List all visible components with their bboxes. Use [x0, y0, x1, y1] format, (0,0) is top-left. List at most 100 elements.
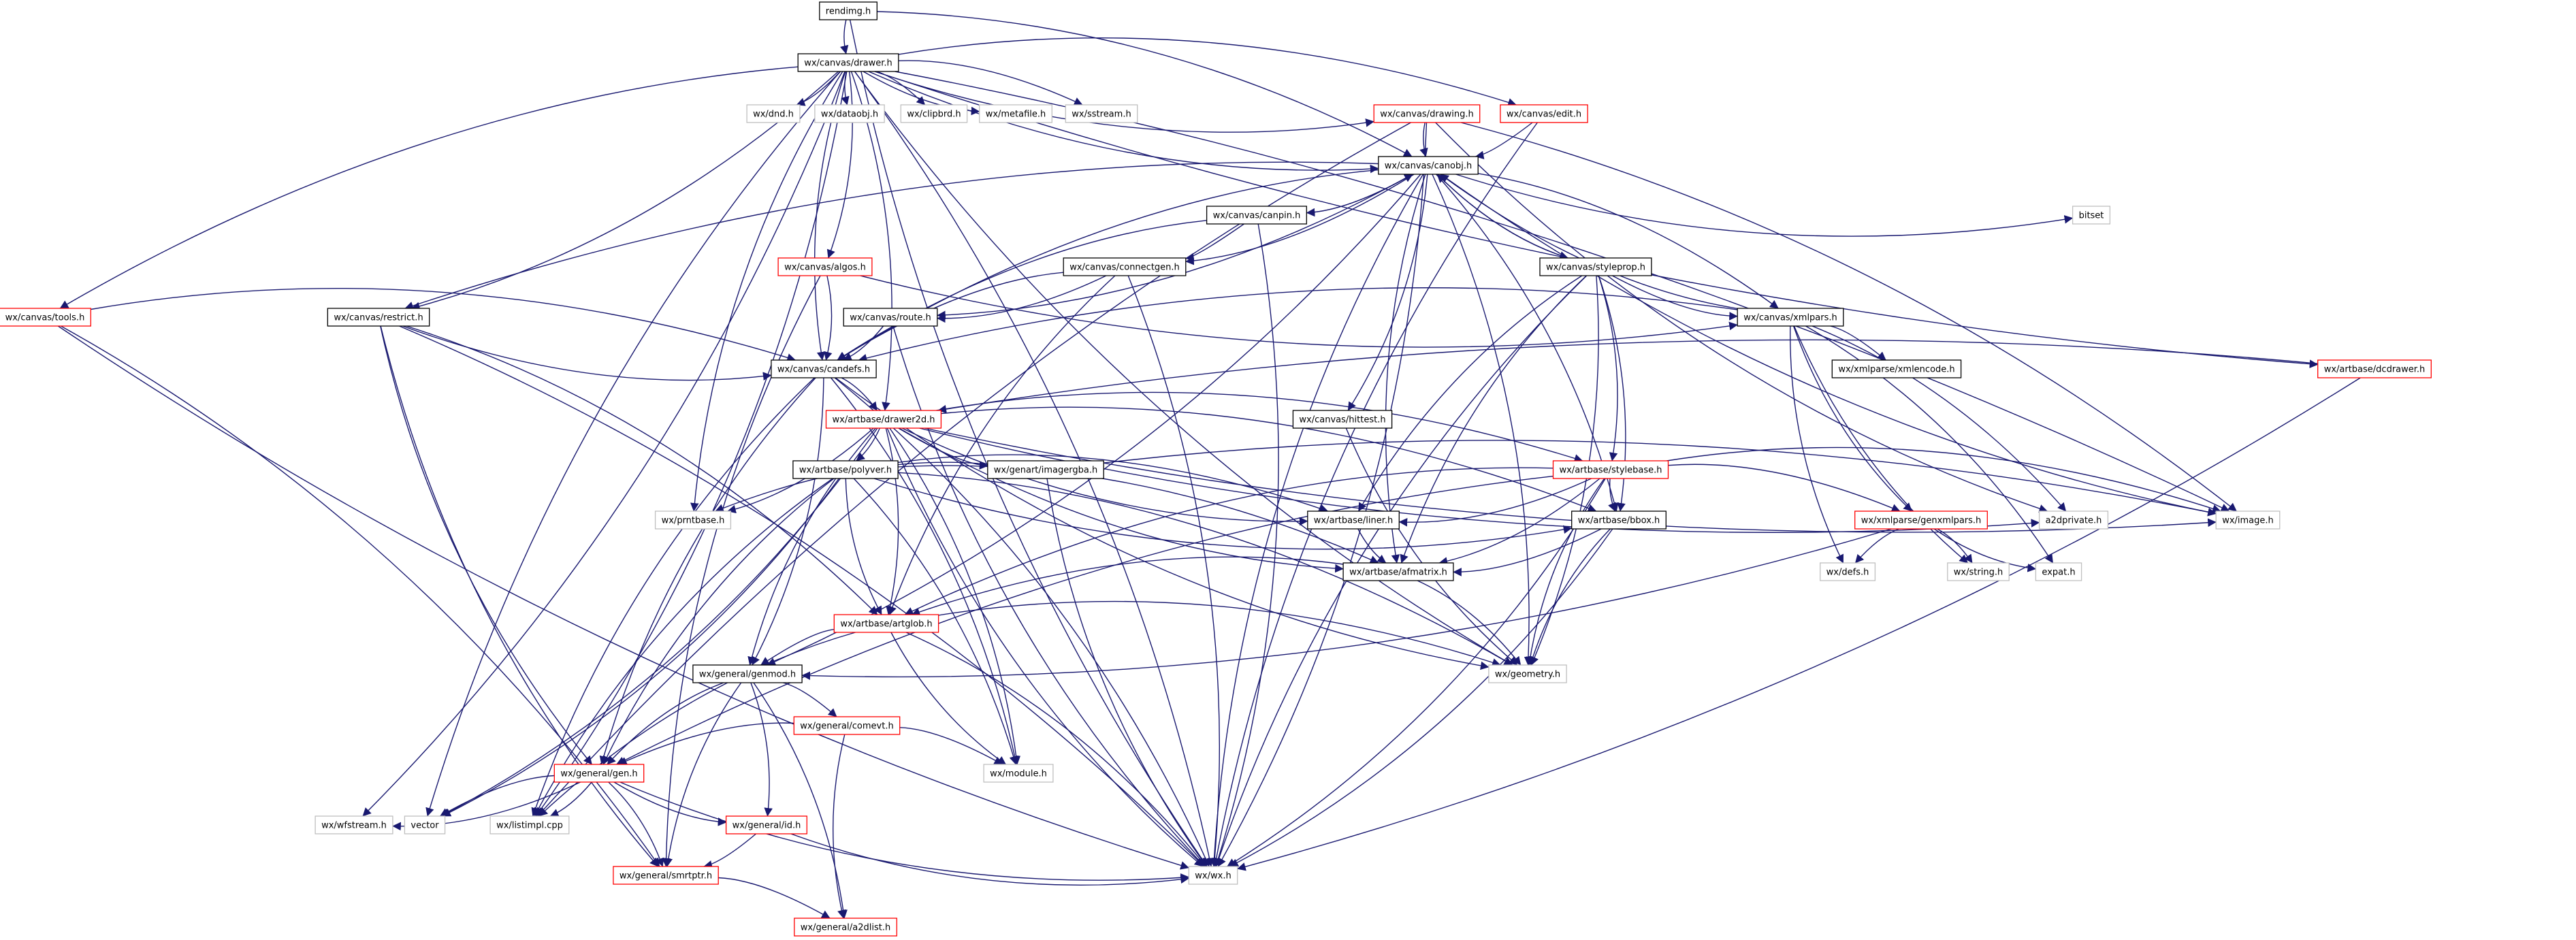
- node-drawer2d[interactable]: wx/artbase/drawer2d.h: [825, 410, 942, 429]
- edge-tools-to-wx: [57, 325, 1189, 870]
- node-box: [1737, 308, 1844, 327]
- node-liner[interactable]: wx/artbase/liner.h: [1307, 510, 1400, 530]
- node-route[interactable]: wx/canvas/route.h: [843, 308, 938, 327]
- edge-connectgen-to-artglob: [888, 275, 1116, 615]
- edge-rendimg-to-drawer: [839, 19, 849, 54]
- node-tools[interactable]: wx/canvas/tools.h: [0, 308, 91, 327]
- node-box: [1373, 104, 1481, 123]
- node-defs[interactable]: wx/defs.h: [1820, 562, 1876, 581]
- node-label: wx/canvas/tools.h: [5, 313, 85, 323]
- node-module[interactable]: wx/module.h: [983, 764, 1054, 783]
- edge-stylebase-to-artglob: [904, 467, 1553, 615]
- node-string[interactable]: wx/string.h: [1947, 562, 2010, 581]
- edge-dcdrawer-to-wx: [1237, 377, 2361, 871]
- edge-comevt-to-module: [899, 727, 1003, 765]
- node-metafile[interactable]: wx/metafile.h: [979, 104, 1052, 123]
- node-a2dprivate[interactable]: a2dprivate.h: [2038, 510, 2109, 530]
- node-label: wx/module.h: [990, 769, 1047, 779]
- edge-canobj-to-wx: [1210, 174, 1424, 867]
- node-canpin[interactable]: wx/canvas/canpin.h: [1206, 206, 1307, 225]
- node-artglob[interactable]: wx/artbase/artglob.h: [833, 614, 939, 633]
- node-styleprop[interactable]: wx/canvas/styleprop.h: [1539, 257, 1652, 276]
- node-image[interactable]: wx/image.h: [2215, 510, 2281, 530]
- node-prntbase[interactable]: wx/prntbase.h: [654, 510, 732, 530]
- node-box: [1820, 562, 1876, 581]
- edge-genmod-to-gen: [607, 682, 724, 765]
- edge-stylebase-to-liner: [1398, 478, 1592, 527]
- node-candefs[interactable]: wx/canvas/candefs.h: [771, 359, 877, 378]
- node-connectgen[interactable]: wx/canvas/connectgen.h: [1063, 257, 1187, 276]
- node-genxmlpars[interactable]: wx/xmlparse/genxmlpars.h: [1854, 510, 1988, 530]
- node-dcdrawer[interactable]: wx/artbase/dcdrawer.h: [2317, 359, 2432, 378]
- node-algos[interactable]: wx/canvas/algos.h: [777, 257, 873, 276]
- node-box: [489, 815, 570, 834]
- node-genmod[interactable]: wx/general/genmod.h: [692, 664, 803, 683]
- node-hittest[interactable]: wx/canvas/hittest.h: [1292, 410, 1393, 429]
- edge-hittest-to-geometry: [1345, 427, 1518, 666]
- node-box: [819, 1, 878, 20]
- node-sstream[interactable]: wx/sstream.h: [1065, 104, 1138, 123]
- node-drawing[interactable]: wx/canvas/drawing.h: [1373, 104, 1481, 123]
- node-clipbrd[interactable]: wx/clipbrd.h: [900, 104, 968, 123]
- node-geometry[interactable]: wx/geometry.h: [1488, 664, 1567, 683]
- node-dataobj[interactable]: wx/dataobj.h: [814, 104, 885, 123]
- node-box: [2215, 510, 2281, 530]
- node-xmlencode[interactable]: wx/xmlparse/xmlencode.h: [1831, 359, 1962, 378]
- node-drawer[interactable]: wx/canvas/drawer.h: [797, 53, 899, 72]
- node-label: wx/canvas/drawer.h: [804, 59, 892, 69]
- node-listimpl[interactable]: wx/listimpl.cpp: [489, 815, 570, 834]
- node-imagergba[interactable]: wx/genart/imagergba.h: [987, 460, 1104, 479]
- node-label: wx/metafile.h: [986, 110, 1046, 120]
- node-label: wx/artbase/polyver.h: [799, 466, 892, 476]
- node-label: wx/canvas/algos.h: [784, 263, 866, 273]
- node-wfstream[interactable]: wx/wfstream.h: [315, 815, 393, 834]
- node-smrtptr[interactable]: wx/general/smrtptr.h: [613, 866, 719, 885]
- edge-drawer2d-to-image: [924, 427, 2217, 533]
- node-label: wx/general/a2dlist.h: [801, 923, 890, 933]
- edge-drawer2d-to-module: [889, 427, 1021, 765]
- node-box: [315, 815, 393, 834]
- edge-styleprop-to-canobj: [1436, 174, 1568, 259]
- edge-candefs-to-drawer2d: [841, 377, 878, 411]
- node-stylebase[interactable]: wx/artbase/stylebase.h: [1552, 460, 1669, 479]
- node-a2dlist[interactable]: wx/general/a2dlist.h: [794, 918, 897, 937]
- edge-genxmlpars-to-expat: [1933, 528, 2037, 572]
- node-canobj[interactable]: wx/canvas/canobj.h: [1378, 156, 1479, 175]
- node-id[interactable]: wx/general/id.h: [725, 815, 807, 834]
- node-restrict[interactable]: wx/canvas/restrict.h: [327, 308, 430, 327]
- node-wx[interactable]: wx/wx.h: [1188, 866, 1238, 885]
- edge-polyver-to-listimpl: [534, 478, 833, 817]
- edge-candefs-to-listimpl: [531, 377, 815, 817]
- edge-dcdrawer-to-drawer2d: [937, 339, 2318, 414]
- node-label: bitset: [2079, 211, 2104, 221]
- edge-drawer-to-geometry: [854, 71, 1513, 666]
- edge-drawer-to-vector: [425, 71, 841, 817]
- edge-genmod-to-smrtptr: [664, 682, 742, 867]
- node-expat[interactable]: expat.h: [2035, 562, 2082, 581]
- node-rendimg[interactable]: rendimg.h: [819, 1, 878, 20]
- node-bitset[interactable]: bitset: [2072, 206, 2111, 225]
- node-vector[interactable]: vector: [404, 815, 446, 834]
- node-comevt[interactable]: wx/general/comevt.h: [793, 716, 901, 735]
- node-label: wx/artbase/liner.h: [1314, 516, 1393, 526]
- edge-restrict-to-candefs: [402, 325, 772, 381]
- node-xmlpars[interactable]: wx/canvas/xmlpars.h: [1737, 308, 1844, 327]
- node-afmatrix[interactable]: wx/artbase/afmatrix.h: [1342, 562, 1454, 581]
- node-box: [794, 918, 897, 937]
- node-label: wx/artbase/bbox.h: [1578, 516, 1660, 526]
- edge-drawer-to-listimpl: [535, 71, 848, 817]
- edge-liner-to-afmatrix: [1357, 528, 1387, 564]
- node-bbox[interactable]: wx/artbase/bbox.h: [1571, 510, 1667, 530]
- node-dnd[interactable]: wx/dnd.h: [746, 104, 801, 123]
- node-gen[interactable]: wx/general/gen.h: [553, 764, 645, 783]
- node-label: wx/canvas/xmlpars.h: [1743, 313, 1837, 323]
- node-polyver[interactable]: wx/artbase/polyver.h: [792, 460, 899, 479]
- edge-edit-to-wx: [1212, 122, 1538, 867]
- edge-connectgen-to-route: [937, 275, 1107, 323]
- node-edit[interactable]: wx/canvas/edit.h: [1500, 104, 1588, 123]
- node-label: vector: [410, 821, 439, 831]
- edge-comevt-to-gen: [618, 722, 794, 765]
- edge-candefs-to-genmod: [752, 377, 824, 666]
- edge-gen-to-listimpl: [549, 781, 592, 817]
- edge-drawer2d-to-artglob: [885, 427, 899, 615]
